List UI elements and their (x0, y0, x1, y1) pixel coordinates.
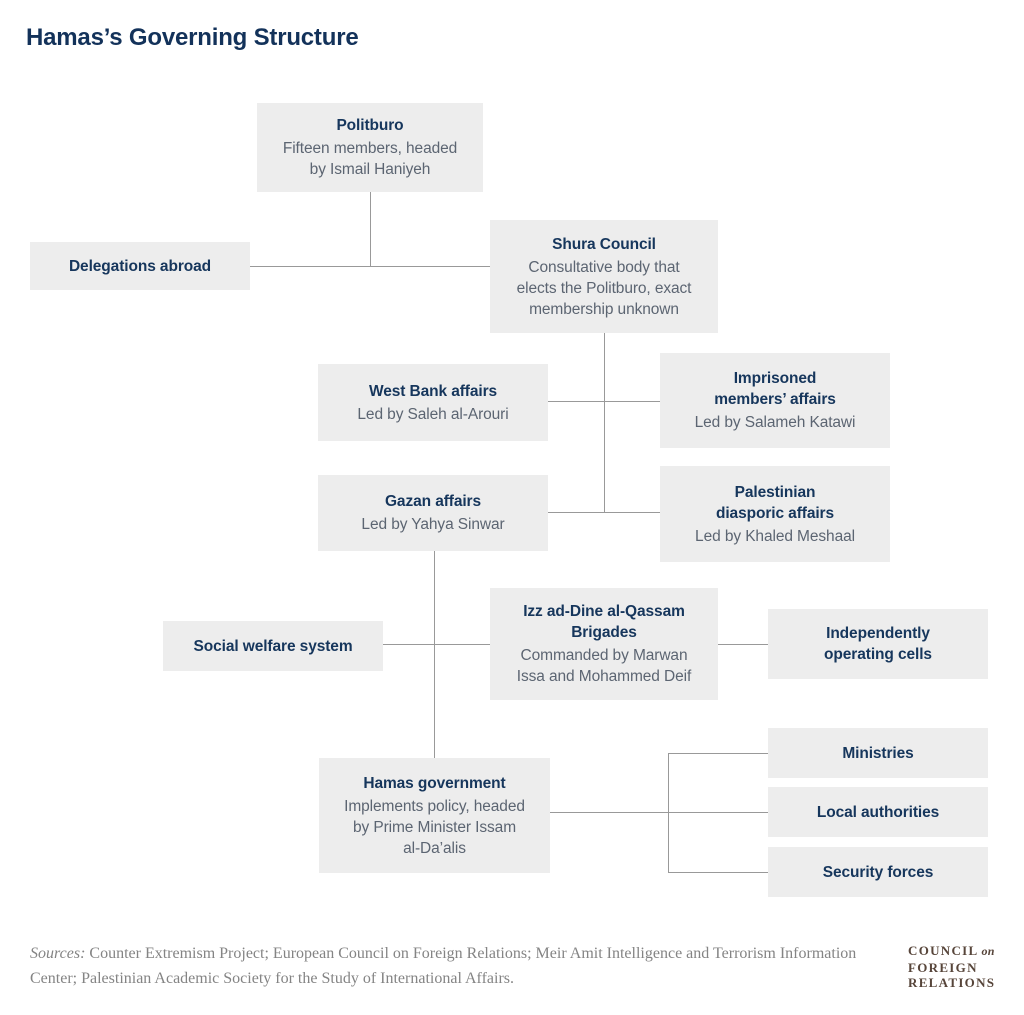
connector-qassam-cells (718, 644, 768, 645)
node-body: Led by Khaled Meshaal (695, 527, 855, 545)
node-body: Led by Yahya Sinwar (361, 516, 505, 533)
page-title: Hamas’s Governing Structure (26, 24, 359, 51)
connector-politburo-down (370, 192, 371, 266)
node-body: Consultative body that elects the Politb… (516, 258, 692, 318)
connector-westbank-imprisoned (548, 401, 660, 402)
sources-text: Counter Extremism Project; European Coun… (30, 945, 857, 987)
connector-shura-down (604, 333, 605, 512)
node-title: Izz ad-Dine al-Qassam Brigades (523, 603, 685, 641)
node-imprisoned-members-affairs: Imprisoned members’ affairs Led by Salam… (660, 353, 890, 448)
connector-bracket-securityforces (668, 872, 768, 873)
node-title: Politburo (336, 117, 404, 134)
node-security-forces: Security forces (768, 847, 988, 897)
sources-note: Sources: Counter Extremism Project; Euro… (30, 941, 930, 991)
connector-bracket-ministries (668, 753, 768, 754)
node-body: Commanded by Marwan Issa and Mohammed De… (516, 647, 692, 685)
node-hamas-government: Hamas government Implements policy, head… (319, 758, 550, 873)
node-palestinian-diasporic-affairs: Palestinian diasporic affairs Led by Kha… (660, 466, 890, 562)
cfr-logo-relations: RELATIONS (908, 975, 996, 990)
node-body: Led by Salameh Katawi (694, 414, 856, 431)
node-title: Hamas government (363, 774, 506, 792)
node-social-welfare-system: Social welfare system (163, 621, 383, 671)
node-qassam-brigades: Izz ad-Dine al-Qassam Brigades Commanded… (490, 588, 718, 700)
cfr-logo-foreign: FOREIGN (908, 959, 978, 975)
node-gazan-affairs: Gazan affairs Led by Yahya Sinwar (318, 475, 548, 551)
node-title: Local authorities (816, 803, 940, 821)
connector-delegations-shura (250, 266, 490, 267)
node-title: Social welfare system (193, 637, 353, 655)
node-ministries: Ministries (768, 728, 988, 778)
node-title: Imprisoned members’ affairs (714, 370, 836, 408)
node-title: Security forces (822, 863, 934, 881)
cfr-logo-council: COUNCIL (908, 943, 979, 958)
node-local-authorities: Local authorities (768, 787, 988, 837)
node-west-bank-affairs: West Bank affairs Led by Saleh al-Arouri (318, 364, 548, 441)
node-shura-council: Shura Council Consultative body that ele… (490, 220, 718, 333)
node-title: Gazan affairs (384, 493, 482, 510)
node-title: Palestinian diasporic affairs (715, 483, 835, 522)
node-title: West Bank affairs (368, 382, 498, 400)
node-delegations-abroad: Delegations abroad (30, 242, 250, 290)
connector-bracket-vertical (668, 753, 669, 872)
node-title: Shura Council (552, 235, 656, 253)
connector-gazan-government (434, 551, 435, 758)
node-body: Implements policy, headed by Prime Minis… (344, 797, 525, 857)
node-title: Independently operating cells (824, 625, 932, 663)
node-title: Ministries (842, 744, 914, 762)
connector-social-qassam (383, 644, 490, 645)
connector-gazan-diasporic (548, 512, 660, 513)
node-politburo: Politburo Fifteen members, headed by Ism… (257, 103, 483, 192)
node-title: Delegations abroad (68, 257, 212, 275)
connector-government-localauthorities (550, 812, 768, 813)
node-body: Fifteen members, headed by Ismail Haniye… (282, 140, 458, 178)
node-independently-operating-cells: Independently operating cells (768, 609, 988, 679)
sources-label: Sources: (30, 945, 86, 962)
node-body: Led by Saleh al-Arouri (357, 405, 509, 423)
cfr-logo-on: on (981, 944, 995, 958)
